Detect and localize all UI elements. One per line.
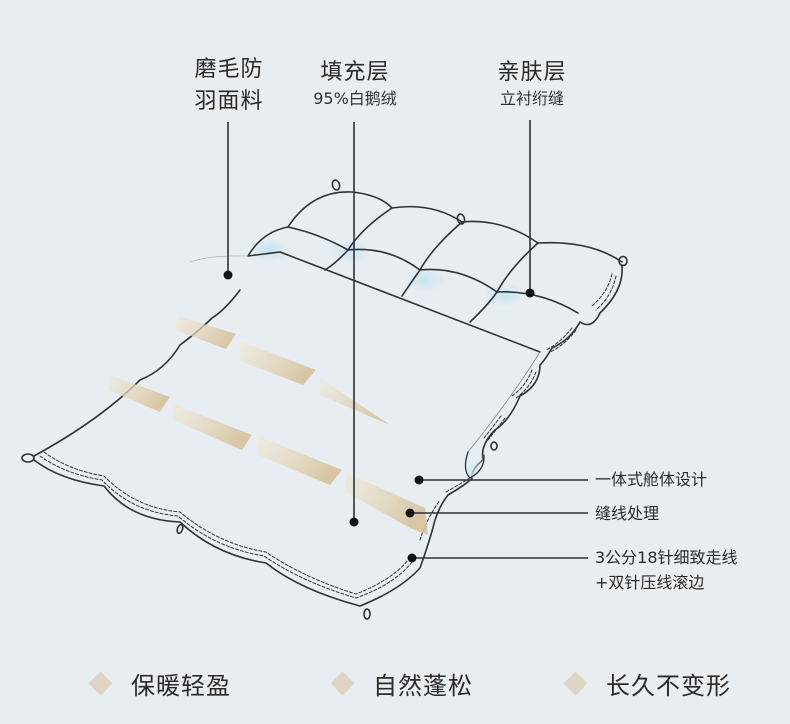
filling-bands	[108, 316, 428, 535]
callout-stitch-line2: +双针压线滚边	[595, 573, 705, 592]
callout-body-design: 一体式舱体设计	[595, 469, 707, 491]
callout-stitch: 3公分18针细致走线 +双针压线滚边	[595, 547, 738, 594]
dot-fabric	[223, 270, 233, 280]
feature-no-deform: 长久不变形	[563, 666, 731, 700]
dot-body-design	[414, 475, 424, 485]
feature-natural-fluffy: 自然蓬松	[330, 666, 473, 700]
label-filling: 填充层 95%白鹅绒	[300, 58, 410, 110]
label-fabric-line1: 磨毛防	[194, 57, 264, 82]
label-filling-title: 填充层	[320, 60, 390, 85]
leader-dots	[223, 270, 535, 563]
dot-skin	[525, 288, 535, 298]
dot-stitch	[407, 553, 417, 563]
label-skin-subtitle: 立衬绗缝	[499, 89, 564, 108]
callout-seam: 缝线处理	[595, 503, 659, 525]
feature-label: 自然蓬松	[373, 671, 473, 700]
callout-body-design-text: 一体式舱体设计	[595, 470, 708, 489]
leader-lines	[227, 120, 588, 559]
dot-seam	[405, 508, 415, 518]
label-skin-title: 亲肤层	[497, 60, 567, 85]
diamond-icon	[88, 670, 113, 696]
feature-warm-light: 保暖轻盈	[88, 666, 231, 700]
diamond-icon	[330, 670, 355, 696]
label-filling-subtitle: 95%白鹅绒	[313, 89, 397, 108]
feature-label: 保暖轻盈	[131, 671, 231, 700]
label-fabric-line2: 羽面料	[194, 89, 264, 114]
diamond-icon	[563, 670, 588, 696]
dot-filling	[349, 517, 359, 527]
callout-seam-text: 缝线处理	[595, 504, 660, 523]
label-skin: 亲肤层 立衬绗缝	[482, 58, 582, 110]
callout-stitch-line1: 3公分18针细致走线	[595, 548, 738, 567]
front-sheet	[21, 251, 541, 620]
back-quilted-layer	[247, 179, 628, 481]
label-fabric: 磨毛防 羽面料	[184, 54, 274, 118]
feature-label: 长久不变形	[606, 671, 731, 700]
